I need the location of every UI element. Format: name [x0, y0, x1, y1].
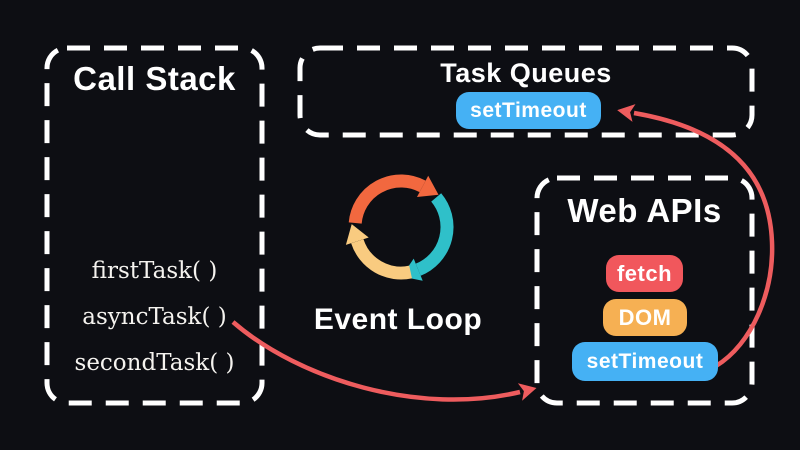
- arrow-async-to-webapis-icon: [231, 320, 537, 402]
- call-stack-item-asynctask: asyncTask( ): [82, 304, 227, 330]
- arrow-async-to-webapis-curve: [231, 320, 521, 402]
- task-queues-box-border: [297, 45, 755, 138]
- arrow-settimeout-to-queue-head: [617, 104, 636, 122]
- cycle-arc-yellow: [351, 238, 412, 280]
- web-api-fetch-badge: fetch: [606, 255, 683, 292]
- cycle-arrowhead-orange: [417, 175, 439, 197]
- arrow-settimeout-to-queue-icon: [617, 104, 775, 368]
- cycle-arrows-icon: [345, 174, 454, 281]
- call-stack-box-border: [44, 45, 265, 406]
- task-queue-settimeout-badge: setTimeout: [456, 92, 601, 129]
- cycle-arc-teal: [415, 193, 454, 276]
- arrow-settimeout-to-queue-curve: [633, 110, 775, 368]
- call-stack-title: Call Stack: [73, 60, 236, 97]
- web-apis-box-border: [534, 175, 755, 406]
- web-api-settimeout-badge: setTimeout: [572, 342, 718, 381]
- cycle-arrowhead-yellow: [345, 224, 369, 245]
- web-api-dom-badge: DOM: [603, 299, 687, 336]
- task-queues-title: Task Queues: [440, 58, 612, 88]
- web-apis-title: Web APIs: [567, 192, 722, 229]
- call-stack-item-secondtask: secondTask( ): [74, 350, 235, 376]
- cycle-arc-orange: [348, 174, 426, 224]
- arrow-async-to-webapis-head: [517, 383, 537, 401]
- event-loop-label: Event Loop: [313, 303, 483, 336]
- call-stack-item-firsttask: firstTask( ): [91, 258, 218, 284]
